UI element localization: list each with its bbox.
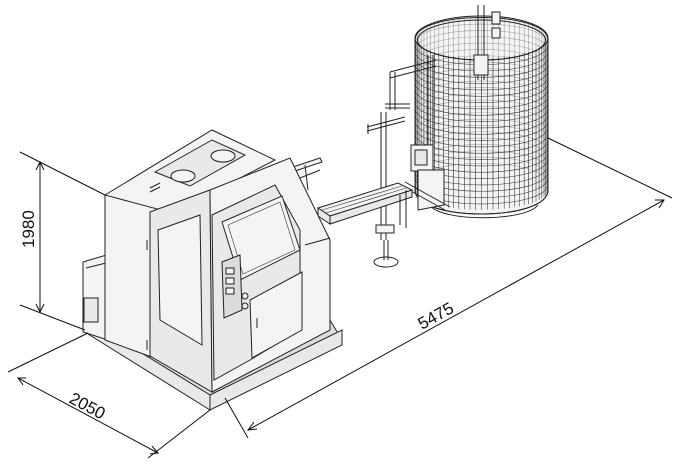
dimension-height: 1980 (19, 151, 106, 331)
length-dimension-label: 5475 (415, 299, 457, 334)
main-machine-body (82, 129, 343, 411)
height-dimension-label: 1980 (19, 210, 38, 248)
depth-dimension-label: 2050 (66, 389, 108, 424)
feed-conveyor (289, 157, 414, 228)
coil-guide-arm-frame (366, 55, 451, 268)
